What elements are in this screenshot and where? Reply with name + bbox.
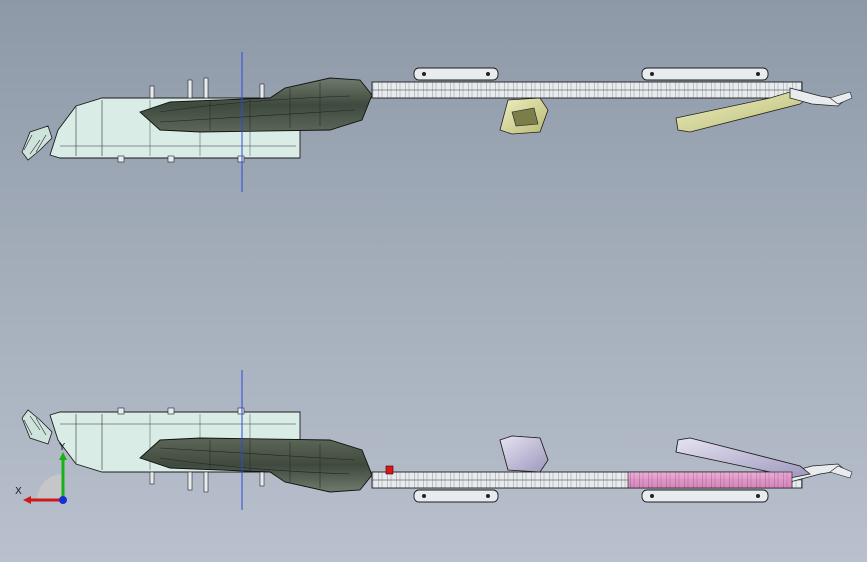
y-axis-label: Y [58,442,66,453]
x-axis-label: X [15,486,22,497]
purple-bracket [499,435,549,473]
bottom-overlays [385,435,811,489]
top-assembly-view[interactable] [21,52,853,192]
axis-triad: X Y [15,442,67,504]
bottom-assembly-view[interactable] [21,370,853,510]
red-marker [385,465,394,475]
